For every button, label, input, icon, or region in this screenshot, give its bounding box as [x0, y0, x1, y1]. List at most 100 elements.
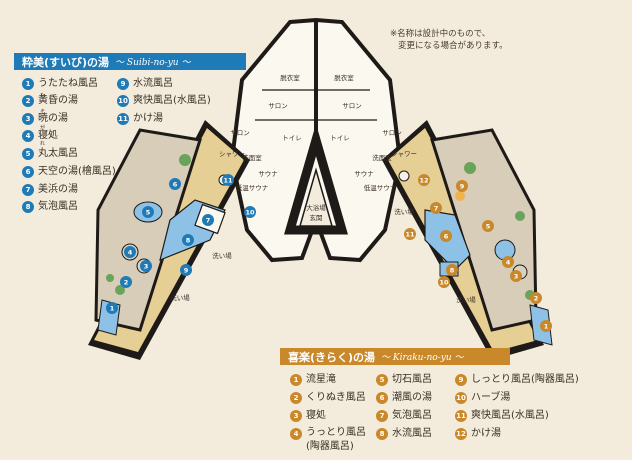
- room-hoshitsu-right: 低温サウナ: [364, 183, 397, 192]
- kiraku-legend-item: 7 気泡風呂: [376, 408, 432, 424]
- suibi-header: 粋美(すいび)の湯 ～ Suibi-no-yu ～: [14, 53, 246, 70]
- kiraku-marker-9: [456, 180, 468, 192]
- kiraku-marker-3: [510, 270, 522, 282]
- svg-text:4: 4: [506, 259, 511, 267]
- legend-label: ハーブ湯: [471, 392, 511, 403]
- suibi-marker-5: [142, 206, 154, 218]
- kiraku-marker-4: [502, 256, 514, 268]
- svg-text:9: 9: [460, 183, 465, 191]
- room-toilet-right: トイレ: [330, 134, 350, 142]
- legend-number: 7: [376, 410, 388, 422]
- legend-number: 2: [290, 392, 302, 404]
- room-shower-left: シャワー: [219, 150, 245, 158]
- legend-label: 暁の湯: [38, 113, 68, 124]
- room-sauna-left: サウナ: [258, 170, 278, 178]
- legend-label: 寝処: [38, 130, 58, 141]
- kiraku-legend-item: 2 くりぬき風呂: [290, 390, 366, 406]
- legend-label: 気泡風呂: [392, 410, 432, 421]
- room-arai-right: 洗い場: [456, 295, 476, 304]
- room-arai-left-2: 洗い場: [212, 251, 232, 260]
- suibi-markers: 1 2 3 4 5 6 7 8 9 10 11: [106, 174, 256, 314]
- kiraku-title: 喜楽(きらく)の湯: [288, 350, 376, 364]
- legend-label: 丸太風呂: [38, 148, 78, 159]
- legend-label: 流星滝: [306, 374, 336, 385]
- legend-label: 美浜の湯: [38, 184, 78, 195]
- legend-number: 3: [290, 410, 302, 422]
- svg-text:3: 3: [514, 273, 519, 281]
- room-toilet-left: トイレ: [282, 134, 302, 142]
- svg-text:12: 12: [419, 177, 428, 185]
- suibi-marker-8: [182, 234, 194, 246]
- kiraku-legend-item: 9 しっとり風呂(陶器風呂): [455, 372, 579, 388]
- legend-number: 6: [22, 166, 34, 178]
- suibi-legend-item: 3 暁の湯: [22, 111, 68, 127]
- legend-label-sub: (陶器風呂): [306, 441, 354, 452]
- kiraku-marker-1: [540, 320, 552, 332]
- kiraku-marker-2: [530, 292, 542, 304]
- kiraku-marker-7: [430, 202, 442, 214]
- legend-number: 9: [455, 374, 467, 386]
- legend-number: 12: [455, 428, 467, 440]
- legend-label: くりぬき風呂: [306, 392, 366, 403]
- svg-text:1: 1: [110, 305, 115, 313]
- room-arai-right-2: 洗い場: [394, 207, 414, 216]
- legend-label: うっとり風呂: [306, 427, 366, 438]
- svg-text:2: 2: [124, 279, 129, 287]
- kiraku-header: 喜楽(きらく)の湯 ～ Kiraku-no-yu ～: [280, 348, 510, 365]
- suibi-legend-item: 6 天空の湯(檜風呂): [22, 164, 116, 180]
- legend-number: 11: [455, 410, 467, 422]
- svg-text:5: 5: [486, 223, 491, 231]
- legend-number: 8: [22, 201, 34, 213]
- suibi-marker-4: [124, 246, 136, 258]
- room-senmen-right: 洗面室: [372, 153, 392, 162]
- legend-number: 5: [22, 148, 34, 160]
- note-line-2: 変更になる場合があります。: [398, 41, 508, 51]
- suibi-marker-3: [140, 260, 152, 272]
- kiraku-markers: 1 2 3 4 5 6 7 8 9 10 11 12: [404, 174, 552, 332]
- kiraku-marker-6: [440, 230, 452, 242]
- kiraku-marker-8: [446, 264, 458, 276]
- kiraku-legend-item: 4 うっとり風呂 (陶器風呂): [290, 426, 366, 454]
- legend-number: 2: [22, 95, 34, 107]
- suibi-legend-item: 5 丸太風呂: [22, 146, 78, 162]
- legend-label: 爽快風呂(水風呂): [133, 95, 211, 106]
- legend-label: しっとり風呂(陶器風呂): [471, 374, 579, 385]
- suibi-marker-11: [222, 174, 234, 186]
- legend-number: 7: [22, 184, 34, 196]
- legend-number: 3: [22, 113, 34, 125]
- legend-number: 4: [290, 428, 302, 440]
- room-salon-left-2: サロン: [230, 129, 250, 137]
- room-salon-right-2: サロン: [382, 129, 402, 137]
- central-building: [229, 17, 403, 263]
- svg-text:11: 11: [405, 231, 415, 239]
- legend-label: 天空の湯(檜風呂): [38, 166, 116, 177]
- svg-text:7: 7: [434, 205, 439, 213]
- suibi-marker-10: [244, 206, 256, 218]
- room-senmen-left: 洗面室: [242, 153, 262, 162]
- svg-text:4: 4: [128, 249, 133, 257]
- room-datsui-left: 脱衣室: [280, 73, 300, 82]
- legend-number: 4: [22, 130, 34, 142]
- svg-text:6: 6: [444, 233, 449, 241]
- room-genkan-line2: 玄関: [310, 213, 323, 222]
- suibi-marker-7: [202, 214, 214, 226]
- suibi-legend-item: 7 美浜の湯: [22, 182, 78, 198]
- suibi-marker-6: [169, 178, 181, 190]
- svg-text:6: 6: [173, 181, 178, 189]
- legend-label: かけ湯: [471, 428, 501, 439]
- svg-text:7: 7: [206, 217, 211, 225]
- legend-label: 気泡風呂: [38, 201, 78, 212]
- suibi-marker-1: [106, 302, 118, 314]
- kiraku-marker-10: [438, 276, 450, 288]
